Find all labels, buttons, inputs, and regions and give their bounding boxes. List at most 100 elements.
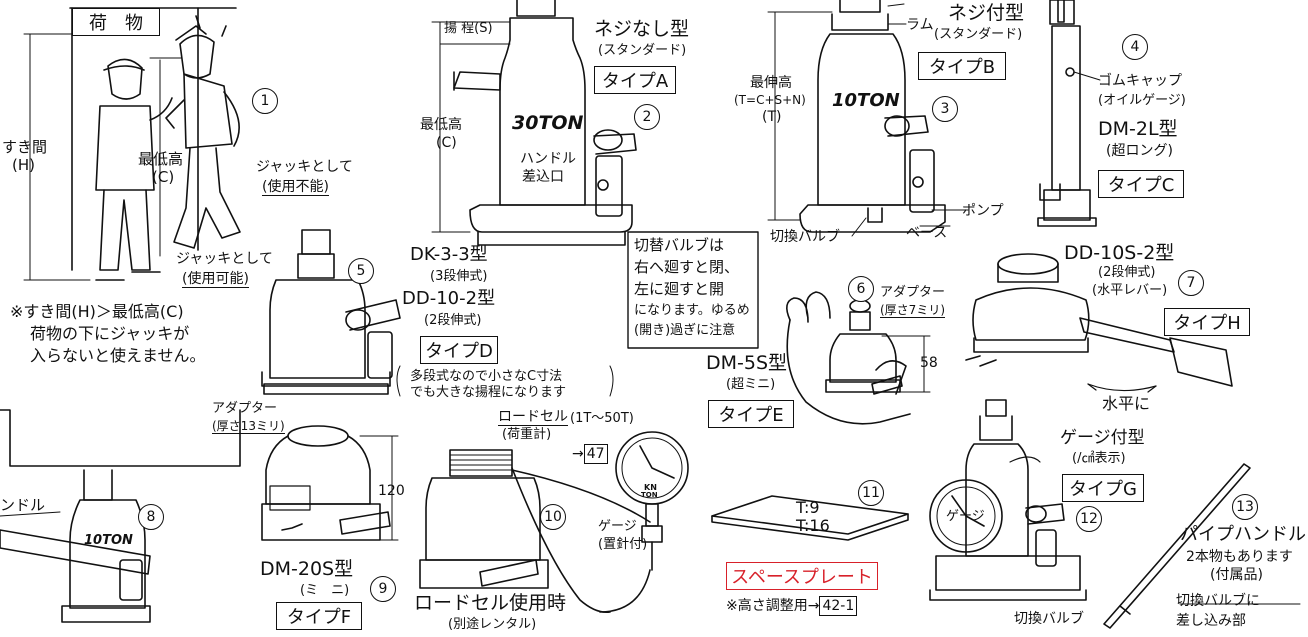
weigher-label: (荷重計) xyxy=(502,427,552,442)
item6-thick-label: (厚さ7ミリ) xyxy=(880,303,945,318)
space-plate-ref-link[interactable]: ※高さ調整用→42-1 xyxy=(726,596,858,616)
valve-note-frame xyxy=(627,231,759,349)
item3-name: ネジ付型 xyxy=(948,2,1025,24)
gauge-label: ゲージ xyxy=(598,519,637,534)
item-number-10: 10 xyxy=(540,504,566,530)
valve-note-line-1: 切替バルブは xyxy=(634,236,725,254)
loadcell-ref-number: 47 xyxy=(583,444,608,464)
usable-label: (使用可能) xyxy=(182,271,249,288)
jack-illustration-30ton xyxy=(431,0,637,246)
max-height-formula: (T=C+S+N) xyxy=(734,93,806,107)
space-plate-note: ※高さ調整用→ xyxy=(726,598,820,614)
jack-illustration-10ton xyxy=(767,0,969,237)
item3-valve-label: 切換バルブ xyxy=(770,229,840,245)
item-number-13: 13 xyxy=(1232,494,1258,520)
item5-name-1: DK-3-3型 xyxy=(410,244,488,265)
item5-name-2: DD-10-2型 xyxy=(402,288,496,309)
item-number-9: 9 xyxy=(370,576,396,602)
item-number-11: 11 xyxy=(858,480,884,506)
dial-unit-kn: KN xyxy=(644,483,657,492)
item5-note-1: 多段式なので小さなC寸法 xyxy=(410,369,563,384)
clearance-label: すき間 xyxy=(2,138,48,156)
lift-label: 揚 程(S) xyxy=(444,21,493,36)
item13-name: パイプハンドル xyxy=(1180,524,1306,545)
handle-socket-label: ハンドル xyxy=(520,151,576,167)
pipe-handle-illustration xyxy=(1103,463,1301,629)
max-height-t-label: (T) xyxy=(762,109,782,125)
item4-name: DM-2L型 xyxy=(1098,118,1178,140)
item7-sub-2: (水平レバー) xyxy=(1092,283,1168,298)
as-jack-label-1: ジャッキとして xyxy=(256,159,353,175)
item8-handle-label: ンドル xyxy=(0,496,46,514)
needle-label: (置針付) xyxy=(598,537,648,552)
item12-dial-label: ゲージ xyxy=(946,509,985,524)
horizontal-label: 水平に xyxy=(1102,394,1151,413)
item9-mini-label: (ミ ニ) xyxy=(300,583,350,598)
item8-stamp: 10TON xyxy=(84,533,133,548)
plate-t16-label: T:16 xyxy=(796,516,830,535)
ram-label: ラム xyxy=(906,17,934,33)
item4-type-badge: タイプC xyxy=(1098,170,1184,198)
loadcell-ref-link[interactable]: →47 xyxy=(572,444,608,464)
item2-standard-label: (スタンダード) xyxy=(598,43,687,58)
item9-dim-label: 120 xyxy=(378,483,405,499)
item5-sub-1: (3段伸式) xyxy=(430,269,488,284)
jack-illustration-long xyxy=(1037,0,1101,227)
loadcell-illustration xyxy=(419,431,689,614)
item-number-7: 7 xyxy=(1178,270,1204,296)
item6-name: DM-5S型 xyxy=(706,352,788,374)
base-label: ベース xyxy=(906,225,948,241)
clearance-h-label: (H) xyxy=(12,156,35,174)
item-number-12: 12 xyxy=(1076,506,1102,532)
jack-illustration-horizontal xyxy=(965,253,1233,393)
item9-type-badge: タイプF xyxy=(276,602,362,630)
plate-t9-label: T:9 xyxy=(796,498,820,517)
clearance-note-2: 荷物の下にジャッキが xyxy=(30,324,190,343)
valve-note-line-5: (開き)過ぎに注意 xyxy=(634,323,736,338)
item6-type-badge: タイプE xyxy=(708,400,794,428)
item9-thick-label: (厚さ13ミリ) xyxy=(212,419,285,434)
jack-illustration-telescoping xyxy=(261,229,614,397)
jack-illustration-20s xyxy=(261,425,399,541)
scene1-min-height-c-label: (C) xyxy=(152,168,175,186)
item13-note-1: 切換バルブに xyxy=(1176,593,1260,609)
item13-sub-2: (付属品) xyxy=(1210,567,1263,583)
item-number-4: 4 xyxy=(1122,34,1148,60)
item12-unit-label: (/㎠表示) xyxy=(1072,451,1126,466)
item-number-3: 3 xyxy=(932,96,958,122)
space-plate-illustration xyxy=(711,495,909,541)
item10-rental-label: (別途レンタル) xyxy=(448,617,537,632)
item3-type-badge: タイプB xyxy=(918,52,1006,80)
item-number-5: 5 xyxy=(348,258,374,284)
jack-illustration-gauge xyxy=(929,399,1087,601)
item2-type-badge: タイプA xyxy=(594,66,676,94)
item5-sub-2: (2段伸式) xyxy=(424,313,482,328)
loadcell-range-label: (1T〜50T) xyxy=(570,411,634,426)
item2-name: ネジなし型 xyxy=(594,18,690,40)
dial-unit-ton: TON xyxy=(641,491,658,499)
item6-dim-label: 58 xyxy=(920,355,938,371)
item-number-8: 8 xyxy=(138,504,164,530)
item6-adapter-label: アダプター xyxy=(880,285,946,300)
as-jack-label-2: ジャッキとして xyxy=(176,251,273,267)
item12-valve-label: 切換バルブ xyxy=(1014,611,1084,627)
scene1-illustration xyxy=(23,7,241,281)
valve-note-line-3: 左に廻すと開 xyxy=(634,280,725,298)
valve-note-line-4: になります。ゆるめ xyxy=(634,303,750,318)
item3-standard-label: (スタンダード) xyxy=(934,27,1023,42)
jack-illustration-under-load xyxy=(0,409,241,623)
item7-type-badge: タイプH xyxy=(1164,308,1250,336)
item2-min-height-c-label: (C) xyxy=(436,135,457,151)
item-number-1: 1 xyxy=(252,88,278,114)
item3-stamp: 10TON xyxy=(832,90,900,111)
max-height-label: 最伸高 xyxy=(750,75,792,91)
item4-long-label: (超ロング) xyxy=(1106,143,1173,159)
clearance-note-3: 入らないと使えません。 xyxy=(30,346,206,365)
item7-sub-1: (2段伸式) xyxy=(1098,265,1156,280)
item5-note-2: でも大きな揚程になります xyxy=(410,385,567,400)
item13-note-2: 差し込み部 xyxy=(1176,613,1246,629)
item2-stamp: 30TON xyxy=(512,112,584,134)
cargo-label: 荷 物 xyxy=(72,8,160,36)
